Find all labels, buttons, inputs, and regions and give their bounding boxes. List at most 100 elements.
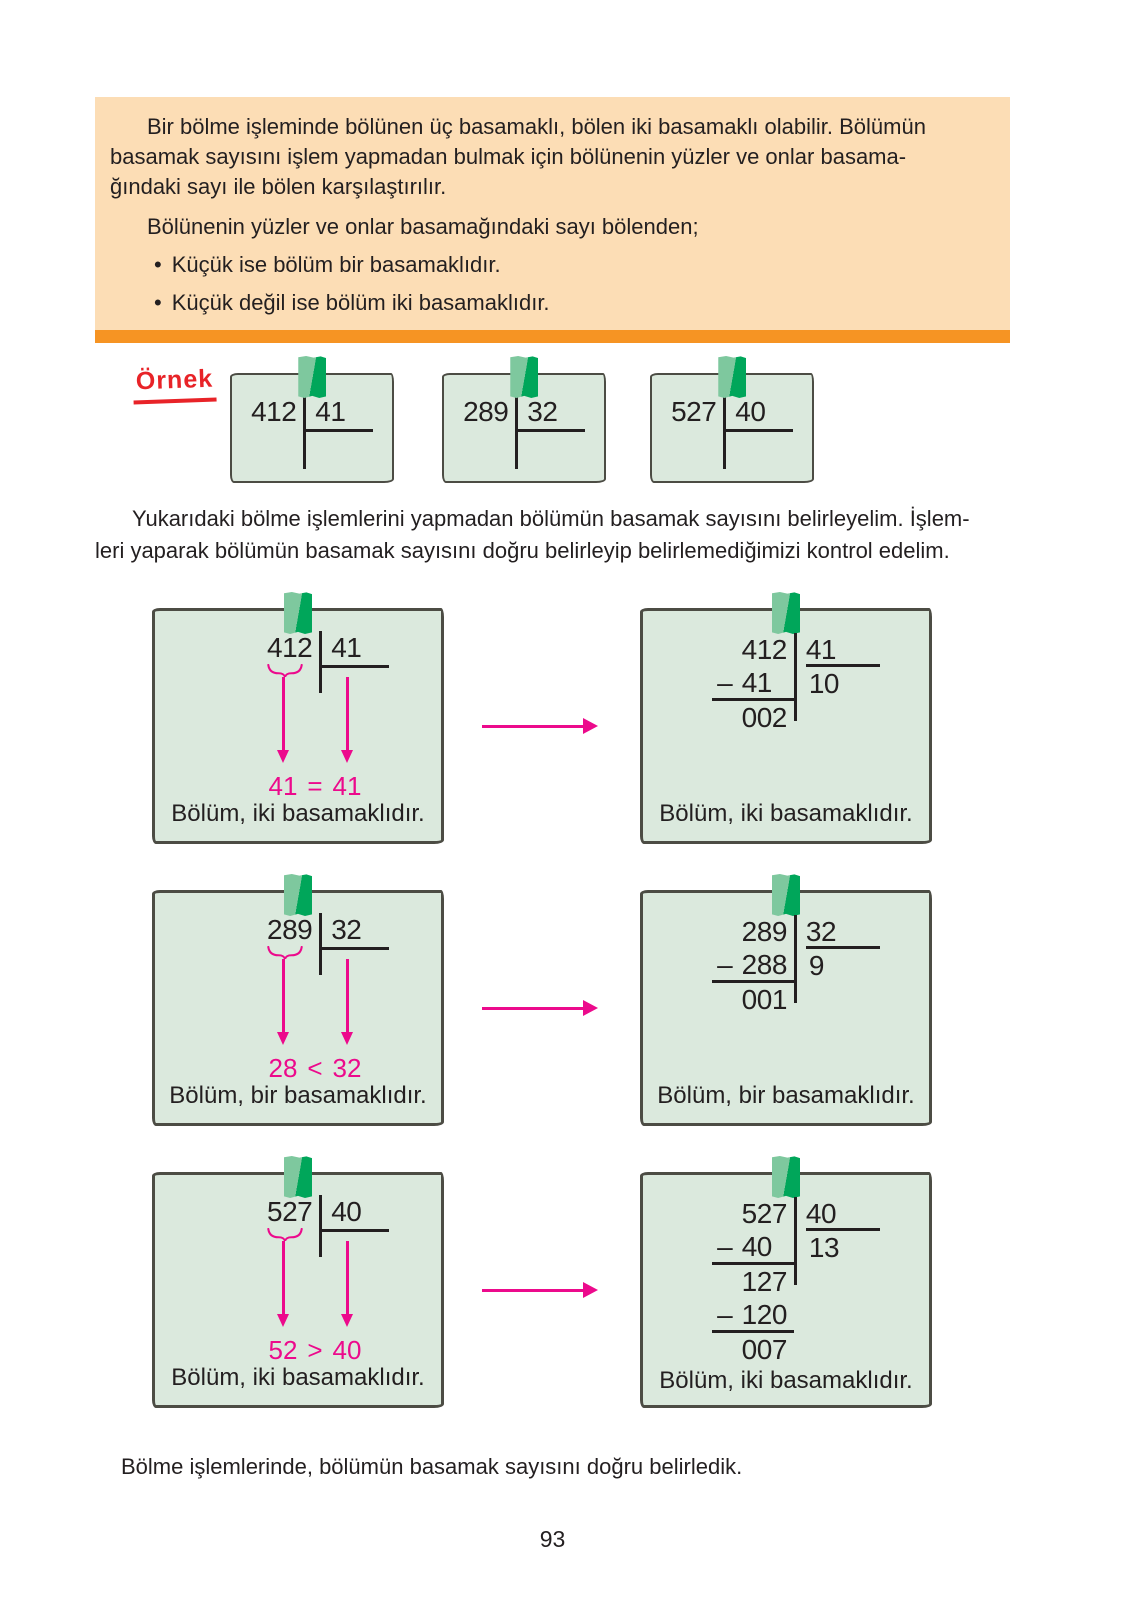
bullet-icon: • bbox=[154, 252, 162, 277]
intro-paragraph: Yukarıdaki bölme işlemlerini yapmadan bö… bbox=[95, 503, 1010, 567]
comparison-statement: 52 > 40 bbox=[267, 1335, 397, 1365]
division-horizontal-line: 40 bbox=[322, 1195, 390, 1232]
right-arrow-icon bbox=[482, 999, 598, 1017]
comparison-statement: 41 = 41 bbox=[267, 771, 397, 801]
analysis-grid: 412 41 41 = 41 Bölüm, iki basama bbox=[95, 592, 1010, 1408]
rule-bullet-1-text: Küçük ise bölüm bir basamaklıdır. bbox=[171, 252, 501, 277]
division-setup: 289 32 bbox=[463, 395, 586, 469]
divisor-value: 41 bbox=[315, 396, 346, 427]
subtrahend-value: 40 bbox=[741, 1230, 773, 1262]
comparison-right-value: 32 bbox=[332, 1053, 362, 1083]
comparison-statement: 28 < 32 bbox=[267, 1053, 397, 1083]
dividend-value: 412 bbox=[251, 396, 297, 427]
remainder-value: 127 bbox=[741, 1266, 788, 1297]
conclusion-text: Bölüm, iki basamaklıdır. bbox=[171, 800, 425, 827]
intro-line-2: leri yaparak bölümün basamak sayısını do… bbox=[95, 538, 950, 563]
remainder-value: 001 bbox=[741, 984, 788, 1015]
division-setup: 527 40 bbox=[267, 1195, 390, 1257]
tape-icon bbox=[298, 356, 327, 398]
comparison-operator: = bbox=[307, 771, 323, 801]
tape-icon bbox=[284, 592, 312, 634]
dividend-value: 289 bbox=[267, 914, 313, 945]
tape-icon bbox=[284, 1156, 312, 1198]
textbook-page: Bir bölme işleminde bölünen üç basamaklı… bbox=[95, 0, 1010, 1553]
down-arrow-icon bbox=[276, 1241, 290, 1327]
subtraction-row: –41 bbox=[712, 667, 794, 701]
dividend-value: 527 bbox=[741, 1198, 788, 1229]
division-right-column: 32 9 bbox=[793, 915, 880, 1003]
example-card-1: 412 41 bbox=[230, 356, 395, 483]
remainder-value: 007 bbox=[741, 1334, 788, 1365]
division-left-column: 289 –288 001 bbox=[712, 915, 794, 1017]
divisor-value: 41 bbox=[331, 632, 362, 663]
conclusion-text: Bölüm, bir basamaklıdır. bbox=[657, 1082, 915, 1109]
rule-info-box: Bir bölme işleminde bölünen üç basamaklı… bbox=[95, 97, 1010, 343]
division-setup: 527 40 bbox=[671, 395, 794, 469]
bullet-icon: • bbox=[154, 290, 162, 315]
minus-sign: – bbox=[717, 666, 733, 698]
tape-icon bbox=[772, 1156, 800, 1198]
comparison-operator: < bbox=[307, 1053, 323, 1083]
dividend-value: 412 bbox=[267, 632, 313, 663]
estimate-card-527: 527 40 52 > 40 Bölüm, iki basama bbox=[152, 1156, 444, 1408]
quotient-value: 13 bbox=[808, 1232, 840, 1263]
minus-sign: – bbox=[717, 948, 733, 980]
underbrace-icon bbox=[267, 946, 303, 959]
conclusion-text: Bölüm, iki basamaklıdır. bbox=[659, 1367, 913, 1394]
right-arrow-icon bbox=[482, 1281, 598, 1299]
worked-division: 527 –40 127 –120 007 40 13 bbox=[712, 1197, 880, 1367]
divisor-value: 32 bbox=[527, 396, 558, 427]
tape-icon bbox=[772, 874, 800, 916]
rule-paragraph-line: ğındaki sayı ile bölen karşılaştırılır. bbox=[110, 174, 447, 199]
analysis-row-1: 412 41 41 = 41 Bölüm, iki basama bbox=[95, 592, 1010, 844]
subtrahend-value: 41 bbox=[741, 666, 773, 698]
example-label: Örnek bbox=[132, 364, 217, 405]
comparison-left-value: 28 bbox=[268, 1053, 298, 1083]
division-left-column: 527 –40 127 –120 007 bbox=[712, 1197, 794, 1367]
estimate-visual: 527 40 52 > 40 bbox=[267, 1195, 397, 1365]
example-card-2: 289 32 bbox=[442, 356, 607, 483]
worked-card-289: 289 –288 001 32 9 Bölüm, bir basamaklıdı… bbox=[640, 874, 932, 1126]
worked-card-412: 412 –41 002 41 10 Bölüm, iki basamaklıdı… bbox=[640, 592, 932, 844]
analysis-row-2: 289 32 28 < 32 Bölüm, bir basama bbox=[95, 874, 1010, 1126]
conclusion-text: Bölüm, iki basamaklıdır. bbox=[171, 1364, 425, 1391]
division-vertical-line bbox=[303, 395, 307, 469]
comparison-right-value: 41 bbox=[332, 771, 362, 801]
divisor-value: 40 bbox=[735, 396, 766, 427]
rule-bullet-2: • Küçük değil ise bölüm iki basamaklıdır. bbox=[110, 288, 970, 318]
minus-sign: – bbox=[717, 1298, 733, 1330]
tape-icon bbox=[718, 356, 747, 398]
intro-line-1: Yukarıdaki bölme işlemlerini yapmadan bö… bbox=[132, 506, 970, 531]
estimate-visual: 289 32 28 < 32 bbox=[267, 913, 397, 1083]
tape-icon bbox=[284, 874, 312, 916]
division-right-column: 40 13 bbox=[793, 1197, 880, 1285]
down-arrow-icon bbox=[276, 959, 290, 1045]
worked-division: 412 –41 002 41 10 bbox=[712, 633, 880, 735]
subtrahend-value: 288 bbox=[741, 948, 788, 980]
underbrace-icon bbox=[267, 1228, 303, 1241]
tape-icon bbox=[510, 356, 539, 398]
down-arrow-icon bbox=[340, 677, 354, 763]
estimate-card-412: 412 41 41 = 41 Bölüm, iki basama bbox=[152, 592, 444, 844]
worked-card-527: 527 –40 127 –120 007 40 13 Bölüm, iki ba… bbox=[640, 1156, 932, 1408]
subtraction-row: –120 bbox=[712, 1299, 794, 1333]
down-arrow-icon bbox=[340, 959, 354, 1045]
dividend-value: 412 bbox=[741, 634, 788, 665]
division-setup: 289 32 bbox=[267, 913, 390, 975]
rule-bullet-2-text: Küçük değil ise bölüm iki basamaklıdır. bbox=[171, 290, 550, 315]
rule-paragraph-line: basamak sayısını işlem yapmadan bulmak i… bbox=[110, 144, 907, 169]
comparison-left-value: 41 bbox=[268, 771, 298, 801]
comparison-operator: > bbox=[307, 1335, 323, 1365]
divisor-value: 40 bbox=[331, 1196, 362, 1227]
estimate-card-289: 289 32 28 < 32 Bölüm, bir basama bbox=[152, 874, 444, 1126]
division-right-column: 41 10 bbox=[793, 633, 880, 721]
division-vertical-line bbox=[319, 913, 323, 975]
minus-sign: – bbox=[717, 1230, 733, 1262]
example-section: Örnek 412 41 289 32 527 40 bbox=[95, 354, 1010, 483]
down-arrow-icon bbox=[276, 677, 290, 763]
subtrahend-value: 120 bbox=[741, 1298, 788, 1330]
analysis-row-3: 527 40 52 > 40 Bölüm, iki basama bbox=[95, 1156, 1010, 1408]
quotient-value: 10 bbox=[808, 668, 840, 699]
division-vertical-line bbox=[723, 395, 727, 469]
divisor-value: 32 bbox=[331, 914, 362, 945]
